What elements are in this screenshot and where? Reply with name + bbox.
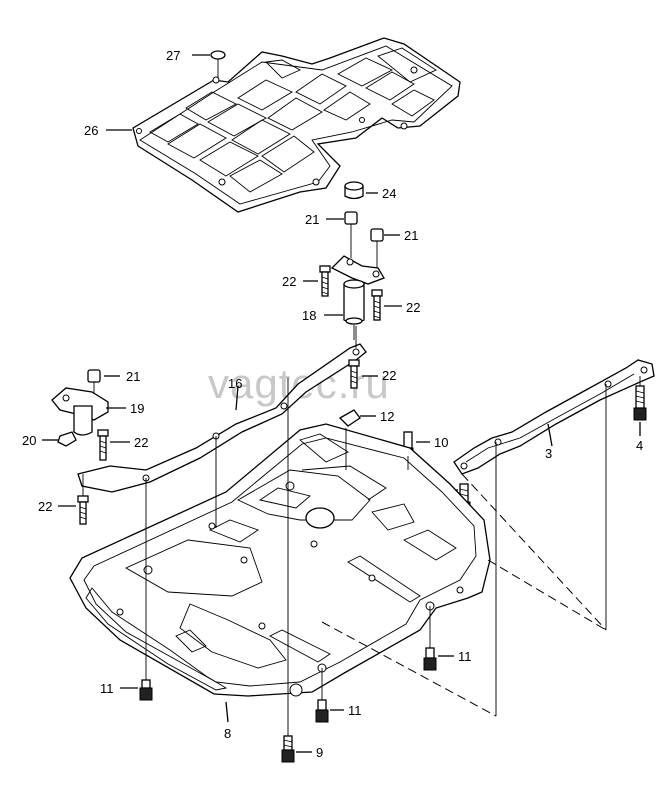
callout-19: 19 [130, 401, 144, 416]
nut-21-left-bracket [87, 369, 120, 402]
callout-11-left: 11 [100, 681, 114, 696]
bracket-19 [51, 387, 126, 436]
callout-9: 9 [316, 745, 323, 760]
bolt-22-lower-left [58, 474, 89, 525]
clip-12 [338, 409, 376, 427]
callout-16: 16 [228, 376, 242, 391]
clip-27 [192, 50, 226, 78]
callout-26: 26 [84, 123, 98, 138]
bolt-11-left [120, 679, 153, 701]
callout-21-top-left: 21 [305, 212, 319, 227]
callout-21-top-right: 21 [404, 228, 418, 243]
callout-10: 10 [434, 435, 448, 450]
callout-4-right: 4 [636, 438, 643, 453]
bracket-mount [330, 255, 385, 285]
bolt-9 [281, 735, 312, 763]
nut-20 [42, 431, 77, 447]
callout-11-center: 11 [348, 703, 362, 718]
callout-8: 8 [224, 726, 231, 741]
callout-18: 18 [302, 308, 316, 323]
callout-22-bracket: 22 [134, 435, 148, 450]
bolt-22-bracket [97, 429, 130, 461]
callout-24: 24 [382, 186, 396, 201]
callout-11-right: 11 [458, 649, 472, 664]
bolt-22-mid [348, 359, 378, 389]
callout-3: 3 [545, 446, 552, 461]
bolt-22-left [303, 265, 331, 297]
bolt-11-right [423, 647, 454, 671]
bolt-22-right [371, 289, 402, 321]
assembly-lines [145, 326, 607, 744]
callout-22-upper-left: 22 [282, 274, 296, 289]
cap-24 [344, 181, 378, 200]
bolt-4-right [633, 376, 647, 436]
strut-16 [77, 343, 367, 493]
strut-3 [453, 359, 655, 475]
nut-21-right [370, 228, 400, 272]
callout-22-upper-right: 22 [406, 300, 420, 315]
callout-22-lower-left: 22 [38, 499, 52, 514]
spacer-18 [324, 279, 365, 340]
callout-12: 12 [380, 409, 394, 424]
callout-21-left: 21 [126, 369, 140, 384]
underbody-guard-8 [69, 423, 491, 723]
nut-21-left [326, 211, 358, 258]
insulation-panel-26 [132, 37, 461, 213]
callout-20: 20 [22, 433, 36, 448]
callout-27: 27 [166, 48, 180, 63]
callout-22-middle: 22 [382, 368, 396, 383]
bolt-11-center [315, 699, 344, 723]
